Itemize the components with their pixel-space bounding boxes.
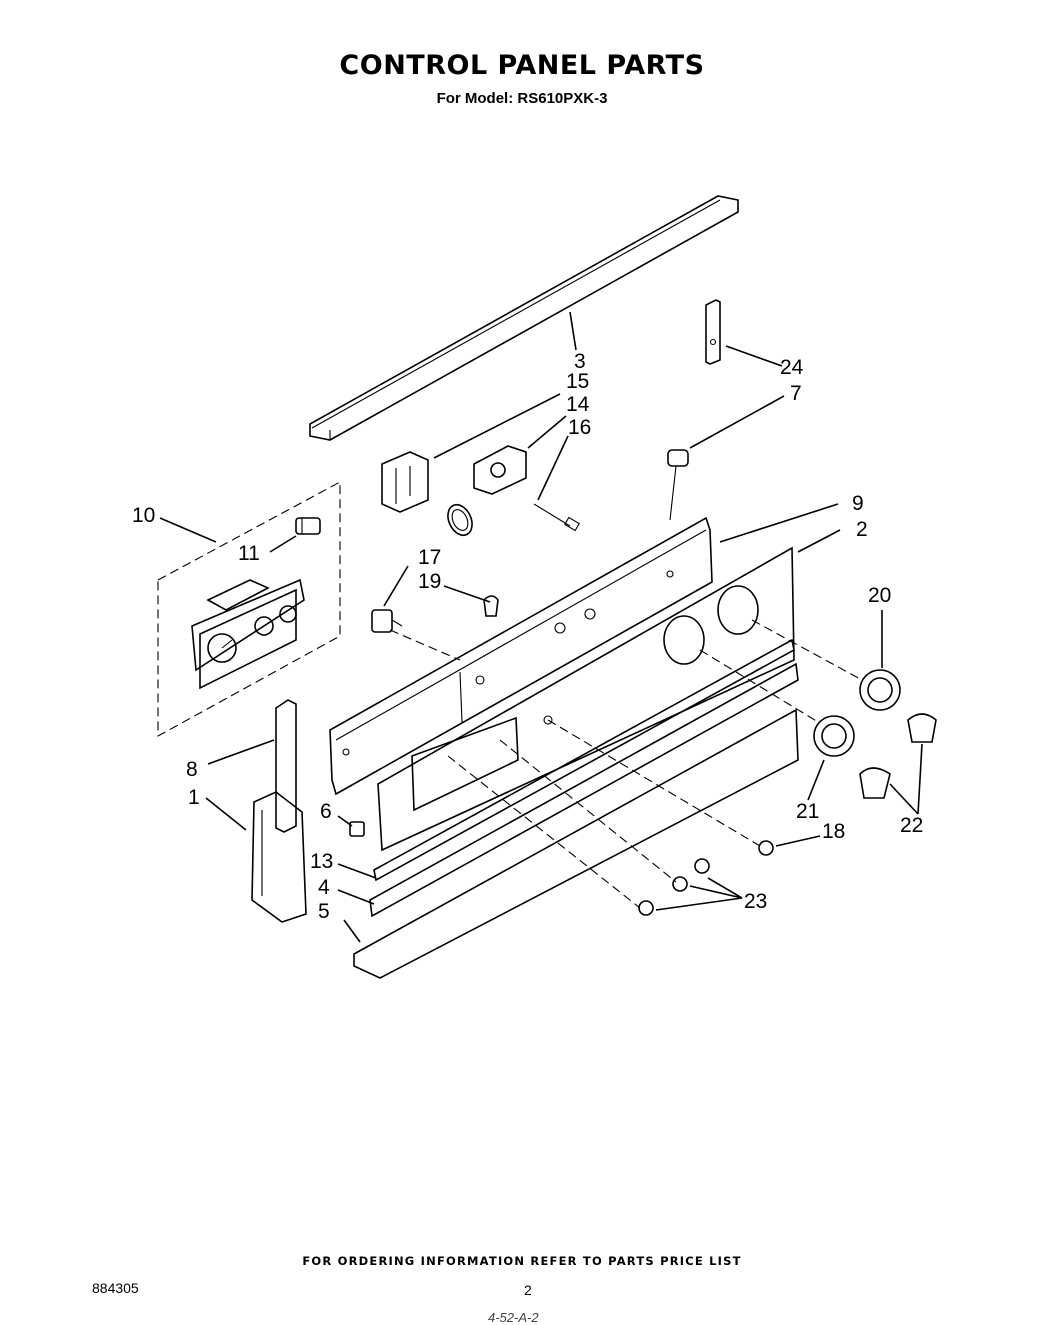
part-panel-2 [377,546,795,852]
callout-15: 15 [566,370,589,393]
callout-22: 22 [900,814,923,837]
part-switch-small [473,445,527,495]
callout-17: 17 [418,546,441,569]
part-knob-22a [907,713,937,743]
handwritten-note: 4-52-A-2 [488,1310,539,1325]
part-bezel-20 [859,669,901,711]
callout-1: 1 [188,786,200,809]
callout-11: 11 [238,542,260,565]
callout-2: 2 [856,518,868,541]
part-switch-block [381,451,429,513]
part-nut-18 [758,840,774,856]
callout-19: 19 [418,570,441,593]
leader-lines [159,311,923,943]
callout-20: 20 [868,584,891,607]
callout-8: 8 [186,758,198,781]
callout-24: 24 [780,356,804,379]
callout-5: 5 [318,900,330,923]
callout-23: 23 [744,890,767,913]
callout-18: 18 [822,820,845,843]
callout-10: 10 [132,504,155,527]
part-panel-9 [329,516,713,796]
part-bezel-21 [813,715,855,757]
callout-16: 16 [568,416,591,439]
part-switch-17 [371,609,403,633]
callout-7: 7 [790,382,802,405]
callout-14: 14 [566,393,590,416]
part-clock-assembly [157,481,341,737]
page-title: CONTROL PANEL PARTS [339,50,705,81]
part-top-trim [309,195,739,441]
part-spacer-6 [349,821,365,837]
part-wire-lead [533,503,580,532]
callout-21: 21 [796,800,819,823]
callout-9: 9 [852,492,864,515]
part-plug [667,449,689,521]
document-number: 884305 [92,1280,139,1296]
callout-13: 13 [310,850,333,873]
part-knob-22b [859,767,891,799]
callout-4: 4 [318,876,330,899]
part-ring [447,503,473,537]
callout-3: 3 [574,350,586,373]
part-bracket-right [705,299,721,365]
callout-6: 6 [320,800,332,823]
part-clip-19 [483,595,499,617]
ordering-note: FOR ORDERING INFORMATION REFER TO PARTS … [302,1254,742,1268]
part-trim-strips [353,638,799,979]
alignment-lines [389,619,863,909]
page-number: 2 [524,1282,532,1298]
model-subtitle: For Model: RS610PXK-3 [436,90,608,107]
part-bracket-left [275,699,297,833]
part-clock-clip [295,517,321,535]
part-nuts-23 [638,858,710,916]
part-side-bracket [251,791,307,923]
